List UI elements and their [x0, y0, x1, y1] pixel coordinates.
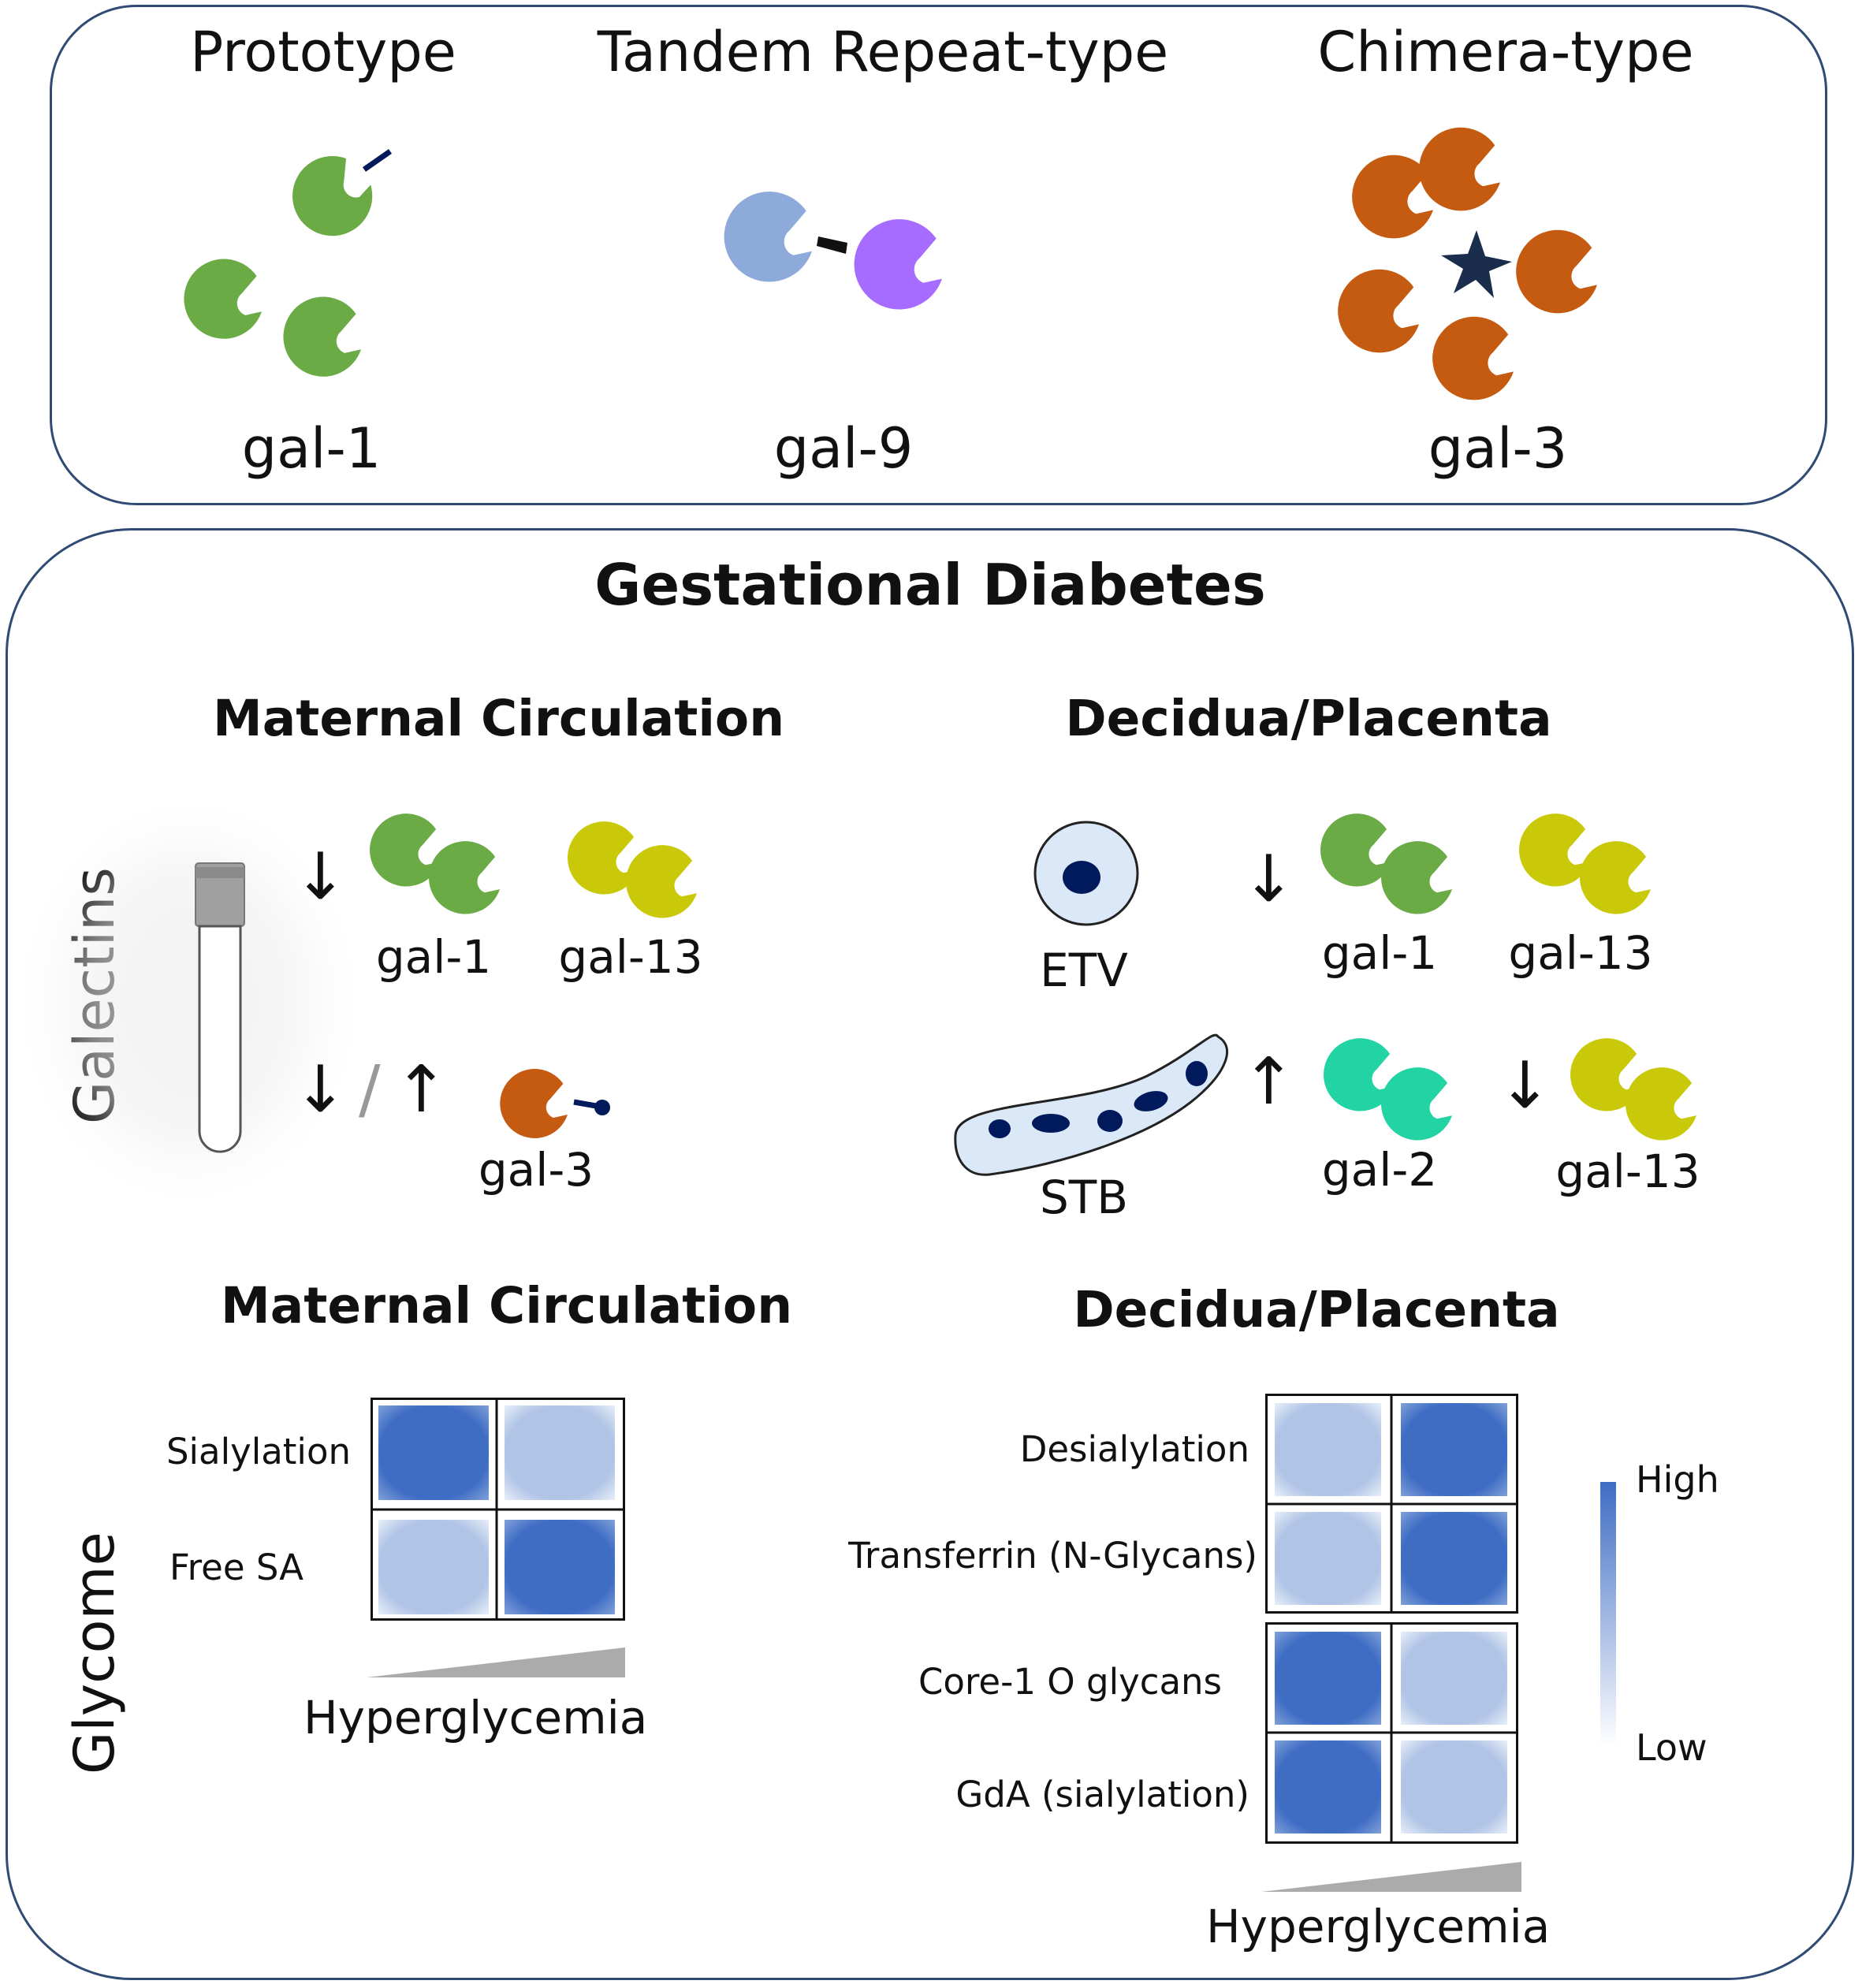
placenta-cell-1-1 [1401, 1512, 1507, 1605]
placenta-cell-3-1 [1401, 1740, 1507, 1834]
placenta-cell-0-1 [1401, 1403, 1507, 1496]
prototype-title: Prototype [190, 20, 456, 84]
maternal-gal3-slash: / [359, 1052, 381, 1127]
placenta-row-label-2: Core-1 O glycans [918, 1661, 1222, 1703]
maternal-hyperglycemia-label: Hyperglycemia [304, 1691, 648, 1744]
tandem-example: gal-9 [773, 416, 914, 481]
stb-label: STB [1039, 1171, 1129, 1224]
prototype-gal1-icon [184, 141, 393, 377]
stb-gal2-up-arrow: ↑ [1242, 1044, 1296, 1119]
stb-gal13-label: gal-13 [1555, 1145, 1700, 1198]
maternal-gal3-label: gal-3 [478, 1143, 594, 1197]
placenta-hyperglycemia-label: Hyperglycemia [1206, 1900, 1551, 1953]
maternal-heatmap [371, 1398, 625, 1621]
maternal-cell-0-1 [505, 1405, 615, 1500]
chimera-title: Chimera-type [1317, 20, 1694, 84]
etv-gal13-label: gal-13 [1508, 926, 1653, 980]
galectins-placenta-header: Decidua/Placenta [1065, 690, 1552, 747]
placenta-row-label-0: Desialylation [1019, 1428, 1249, 1470]
glycome-placenta-header: Decidua/Placenta [1073, 1281, 1560, 1338]
color-scale-bar [1600, 1482, 1616, 1746]
maternal-gal3-down-arrow: ↓ [293, 1052, 348, 1127]
etv-down-arrow: ↓ [1242, 842, 1296, 917]
placenta-cell-3-0 [1275, 1740, 1381, 1834]
maternal-gal13-label: gal-13 [558, 930, 703, 984]
scale-low-label: Low [1636, 1726, 1707, 1769]
maternal-row-label-0: Sialylation [166, 1431, 351, 1472]
maternal-cell-1-0 [378, 1520, 489, 1614]
tandem-title: Tandem Repeat-type [597, 20, 1169, 84]
etv-label: ETV [1040, 944, 1128, 997]
maternal-cell-1-1 [505, 1520, 615, 1614]
placenta-cell-1-0 [1275, 1512, 1381, 1605]
placenta-cell-0-0 [1275, 1403, 1381, 1496]
maternal-gal1-label: gal-1 [375, 930, 492, 984]
placenta-row-label-1: Transferrin (N-Glycans) [848, 1535, 1257, 1577]
chimera-gal3-icon [1338, 127, 1597, 400]
chimera-example: gal-3 [1428, 416, 1568, 481]
maternal-cell-0-0 [378, 1405, 489, 1500]
stb-gal13-down-arrow: ↓ [1498, 1048, 1552, 1123]
main-title: Gestational Diabetes [594, 552, 1266, 618]
prototype-example: gal-1 [241, 416, 382, 481]
placenta-row-label-3: GdA (sialylation) [955, 1774, 1249, 1815]
scale-high-label: High [1636, 1458, 1719, 1501]
glycome-maternal-header: Maternal Circulation [221, 1277, 793, 1335]
gestational-diabetes-panel [6, 528, 1854, 1980]
placenta-cell-2-0 [1275, 1632, 1381, 1725]
maternal-gal3-up-arrow: ↑ [394, 1052, 449, 1127]
placenta-heatmap [1265, 1394, 1518, 1844]
maternal-gal1-down-arrow: ↓ [293, 840, 348, 914]
galectins-maternal-header: Maternal Circulation [213, 690, 785, 747]
tandem-gal9-icon [724, 192, 942, 310]
maternal-row-label-1: Free SA [169, 1547, 304, 1588]
etv-gal1-label: gal-1 [1321, 926, 1438, 980]
stb-gal2-label: gal-2 [1321, 1143, 1438, 1197]
placenta-cell-2-1 [1401, 1632, 1507, 1725]
